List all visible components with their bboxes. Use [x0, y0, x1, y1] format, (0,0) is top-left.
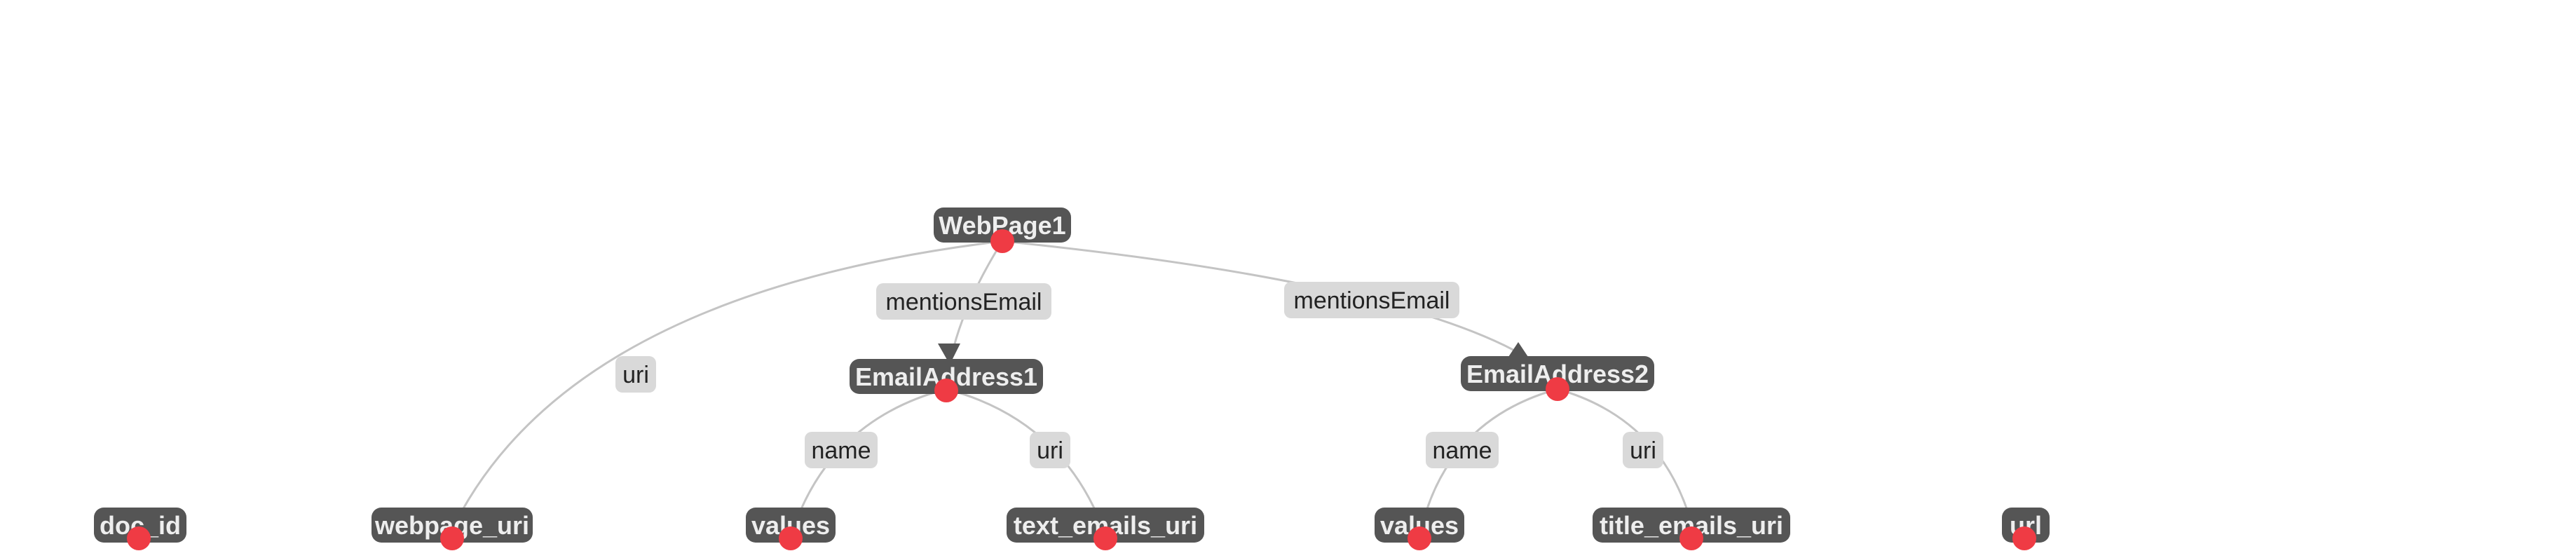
node-email-address-1[interactable]: EmailAddress1: [850, 359, 1043, 394]
svg-text:mentionsEmail: mentionsEmail: [1294, 287, 1450, 314]
dot-values-1[interactable]: [779, 526, 803, 550]
dot-text-emails-uri[interactable]: [1093, 526, 1117, 550]
dot-url[interactable]: [2012, 526, 2036, 550]
svg-text:name: name: [811, 437, 871, 464]
dot-webpage-uri[interactable]: [440, 526, 464, 550]
node-email-address-2[interactable]: EmailAddress2: [1461, 356, 1654, 391]
nodes: WebPage1 EmailAddress1 EmailAddress2 doc…: [94, 208, 2050, 543]
edge-label-name-2[interactable]: name: [1426, 432, 1499, 468]
edge-labels: uri mentionsEmail mentionsEmail name uri…: [615, 282, 1663, 468]
svg-text:uri: uri: [1630, 437, 1656, 464]
svg-text:name: name: [1432, 437, 1492, 464]
dot-email-address-2[interactable]: [1546, 377, 1569, 401]
connector-dots: [127, 229, 2036, 550]
edge-label-name-1[interactable]: name: [805, 432, 878, 468]
svg-text:uri: uri: [622, 362, 649, 388]
dot-values-2[interactable]: [1408, 526, 1431, 550]
edge-label-mentions-email-2[interactable]: mentionsEmail: [1284, 282, 1459, 318]
dot-webpage1[interactable]: [990, 229, 1014, 253]
arrowhead-email2: [1507, 342, 1529, 359]
edge-label-mentions-email-1[interactable]: mentionsEmail: [876, 283, 1051, 320]
edge-uri-webpage: [447, 240, 1003, 538]
svg-text:uri: uri: [1037, 437, 1063, 464]
edge-label-uri-webpage[interactable]: uri: [615, 356, 656, 393]
dot-doc-id[interactable]: [127, 526, 151, 550]
dot-title-emails-uri[interactable]: [1679, 526, 1703, 550]
arrowhead-email1: [938, 343, 960, 365]
node-title-emails-uri[interactable]: title_emails_uri: [1593, 508, 1790, 543]
svg-text:mentionsEmail: mentionsEmail: [886, 289, 1042, 315]
dot-email-address-1[interactable]: [934, 379, 958, 402]
edge-label-uri-2[interactable]: uri: [1623, 432, 1663, 468]
edge-label-uri-1[interactable]: uri: [1030, 432, 1070, 468]
node-doc-id[interactable]: doc_id: [94, 508, 186, 543]
